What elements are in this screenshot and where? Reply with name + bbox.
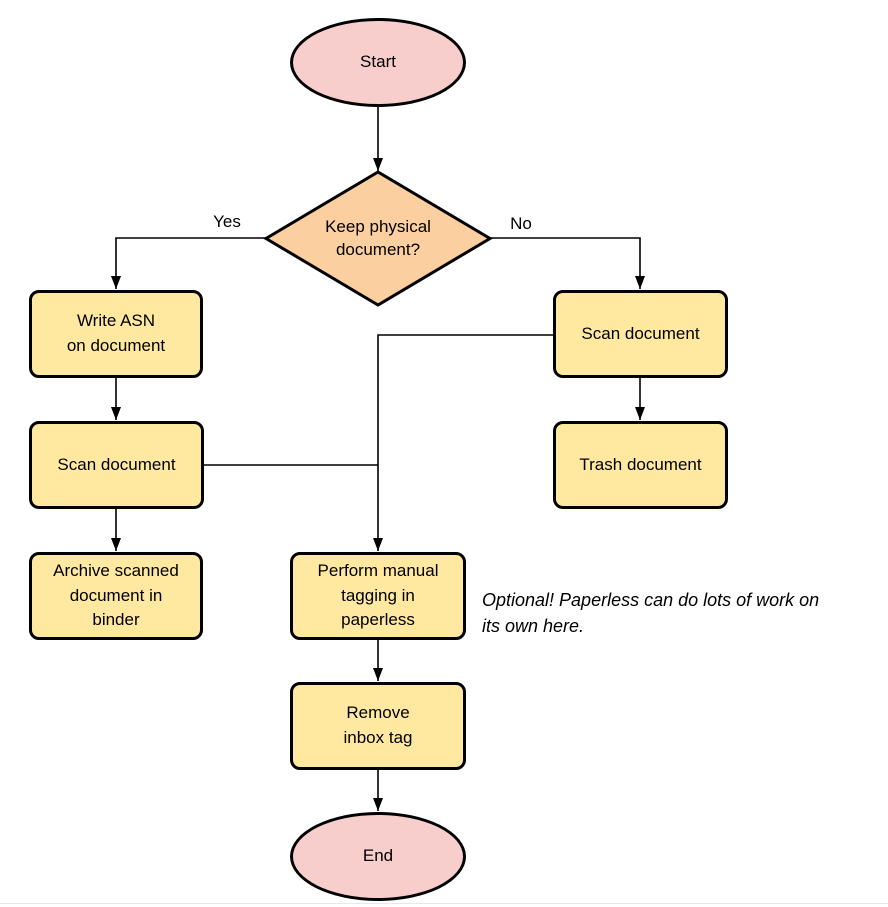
node-end: End [290, 812, 466, 901]
node-perform-manual-tagging: Perform manual tagging in paperless [290, 552, 466, 640]
edge-scan-right-to-perform-tagging [373, 334, 553, 551]
node-scan-document-left: Scan document [29, 421, 204, 509]
node-decision: Keep physical document? [260, 166, 496, 312]
edge-decision-no-to-scan-right [490, 237, 645, 289]
diamond-shape [263, 170, 493, 307]
decision-label: Keep physical document? [325, 217, 431, 259]
node-remove-inbox-tag: Remove inbox tag [290, 682, 466, 770]
node-trash-document: Trash document [553, 421, 728, 509]
edge-decision-yes-to-write-asn [111, 237, 266, 289]
node-scan-document-right: Scan document [553, 290, 728, 378]
node-start: Start [290, 18, 466, 107]
node-write-asn: Write ASN on document [29, 290, 203, 378]
node-archive-scanned-document: Archive scanned document in binder [29, 552, 203, 640]
edge-label-no: No [510, 214, 532, 233]
annotation-optional-note: Optional! Paperless can do lots of work … [482, 590, 820, 636]
edge-label-yes: Yes [213, 212, 241, 231]
bottom-divider [0, 903, 888, 904]
